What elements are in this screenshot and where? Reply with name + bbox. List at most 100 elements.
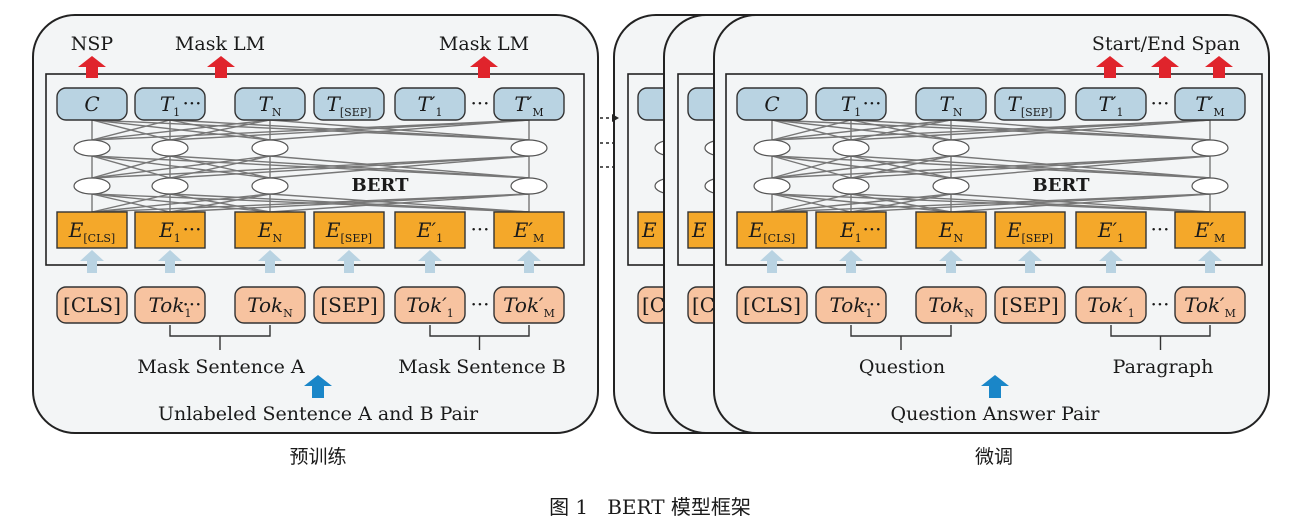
pretrain-input-token-label-5-main: Tok′ [503,293,544,317]
finetune-output-token-label-1: T1 [841,92,861,119]
finetune-segment-brackets [850,325,1211,350]
pretrain-output-token-label-4: T′1 [418,92,443,119]
finetune-output-arrow-1 [1151,56,1179,78]
pretrain-embedding-label-4: E′1 [416,218,443,245]
pretrain-output-token-label-0: C [84,92,99,116]
pretrain-edge [269,193,530,213]
finetune-input-token-label-1: Tok1 [830,293,873,320]
finetune-hidden-node [753,177,791,195]
finetune-output-token-label-5: T′M [1195,92,1224,119]
finetune-output-token-label-5-main: T′ [1195,92,1213,116]
finetune-embedding-label-2: EN [938,218,964,245]
pretrain-output-token-label-0-main: C [84,92,99,116]
pretrain-hidden-node [73,139,111,157]
finetune-attention-edges [771,119,1211,213]
pretrain-segment-brackets [169,325,530,350]
pretrain-output-token-label-4-main: T′ [418,92,436,116]
pretrain-embedding-label-1-sub: 1 [174,232,181,245]
pretrain-embedding-arrow-3 [337,250,361,273]
finetune-embedding-label-0-main: E [748,218,764,242]
pretrain-embedding-label-5-main: E′ [513,218,534,242]
svg-text:E: E [691,218,707,242]
pretrain-edge [169,119,530,141]
pretrain-embedding-label-3: E[SEP] [325,218,372,245]
pretrain-embedding-arrow-1 [158,250,182,273]
finetune-edge [771,155,1211,179]
pretrain-output-token-label-3-main: T [327,92,342,116]
finetune-edge [850,155,952,179]
pretrain-output-token-label-1-sub: 1 [173,106,180,119]
finetune-edge [771,155,852,179]
finetune-edge [771,193,952,213]
finetune-embedding-label-0: E[CLS] [748,218,795,245]
pretrain-edge [169,155,271,179]
finetune-input-token-label-4-main: Tok′ [1087,293,1128,317]
finetune-input-token-label-0: [CLS] [743,293,801,317]
pretrain-embedding-arrow-0 [80,250,104,273]
finetune-input-token-label-2: TokN [928,293,974,320]
start-end-span-label: Start/End Span [1092,33,1240,55]
pretrain-input-token-4 [394,286,466,324]
finetune-network: CE[CLS][CLS]T1E1Tok1TNENTokNT[SEP]E[SEP]… [736,56,1246,350]
pretrain-embedding-0 [56,211,128,249]
pretrain-embedding-label-5: E′M [513,218,544,245]
mask-lm-label-1: Mask LM [175,33,265,55]
finetune-output-token-label-1-sub: 1 [854,106,861,119]
pretrain-embedding-5 [493,211,565,249]
finetune-output-token-3 [994,87,1066,121]
mask-sentence-b-label: Mask Sentence B [398,356,566,378]
finetune-embedding-label-0-sub: [CLS] [763,232,795,245]
finetune-output-arrow-2 [1205,56,1233,78]
pretrain-hidden-node [151,139,189,157]
finetune-output-token-0 [736,87,808,121]
pretrain-embedding-arrow-5 [517,250,541,273]
finetune-embedding-label-2-sub: N [953,232,963,245]
finetune-input-token-label-2-main: Tok [928,293,964,317]
pretrain-ellipsis: ··· [470,217,489,241]
finetune-input-token-3 [994,286,1066,324]
pretrain-input-token-label-3-main: [SEP] [320,293,377,317]
pretrain-embedding-label-5-sub: M [533,232,544,245]
finetune-input-token-label-5: Tok′M [1184,293,1236,320]
pretrain-embedding-label-4-sub: 1 [436,232,443,245]
finetune-edge [950,155,1211,179]
paragraph-label: Paragraph [1113,356,1214,378]
finetune-output-token-4 [1075,87,1147,121]
pretrain-input-token-label-2: TokN [247,293,293,320]
finetune-input-token-label-5-main: Tok′ [1184,293,1225,317]
finetune-caption: 微调 [975,446,1013,468]
finetune-embedding-arrow-0 [760,250,784,273]
finetune-input-token-label-2-sub: N [964,307,974,320]
finetune-edge [850,155,1211,179]
pretrain-edge [91,155,271,179]
nsp-label: NSP [71,33,114,55]
pretrain-input-token-label-4: Tok′1 [406,293,454,320]
pretrain-edge [169,193,271,213]
pretrain-embedding-label-1: E1 [158,218,181,245]
finetune-embedding-2 [915,211,987,249]
pretrain-hidden-node [510,139,548,157]
pretrain-edge [269,155,530,179]
pretrain-input-token-3 [313,286,385,324]
figure-caption: 图 1 BERT 模型框架 [549,495,751,519]
finetune-output-token-label-3: T[SEP] [1008,92,1053,119]
finetune-output-token-label-4-main: T′ [1099,92,1117,116]
pretrain-attention-edges [91,119,530,213]
pretrain-edge [269,119,530,141]
finetune-input-label: Question Answer Pair [891,403,1101,425]
finetune-embedding-arrow-5 [1198,250,1222,273]
pretrain-input-arrow [304,375,332,398]
pretrain-input-token-2 [234,286,306,324]
finetune-input-token-label-3: [SEP] [1001,293,1058,317]
finetune-edge [771,119,852,141]
finetune-input-token-2 [915,286,987,324]
finetune-input-token-label-4-sub: 1 [1128,307,1135,320]
pretrain-output-token-0 [56,87,128,121]
pretrain-output-token-label-1-main: T [160,92,175,116]
pretrain-embedding-label-4-main: E′ [416,218,437,242]
finetune-output-token-1 [815,87,887,121]
finetune-embedding-arrow-3 [1018,250,1042,273]
finetune-embedding-1 [815,211,887,249]
pretrain-output-arrow-1 [207,56,235,78]
finetune-output-token-label-3-sub: [SEP] [1021,106,1053,119]
